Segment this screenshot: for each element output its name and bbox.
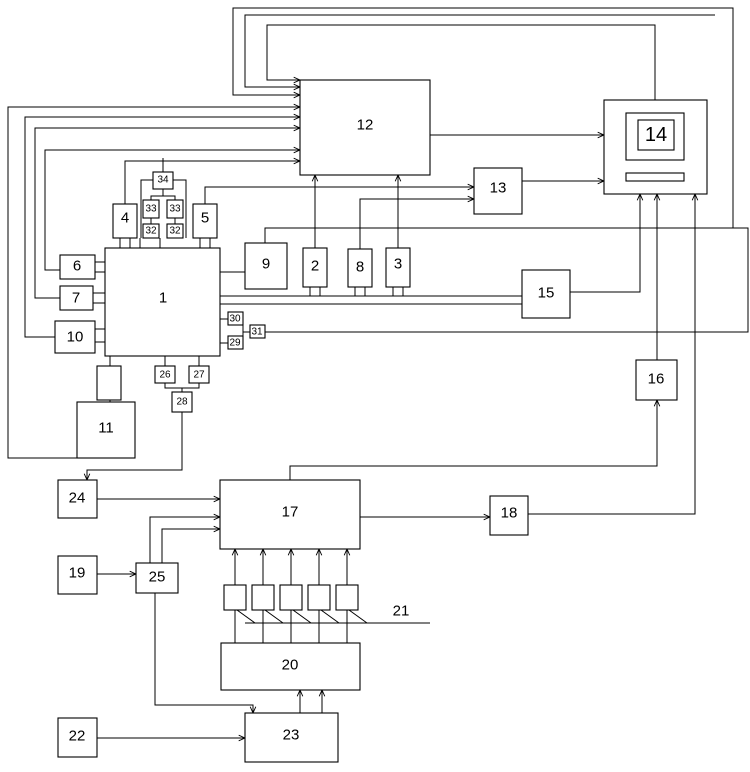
block-7-label: 7 — [72, 290, 80, 307]
block-8-label: 8 — [356, 259, 364, 276]
sensor-box-5 — [335, 584, 359, 611]
block-20: 20 — [220, 642, 361, 691]
block-29: 29 — [227, 335, 244, 350]
block-3: 3 — [385, 247, 411, 288]
block-31: 31 — [249, 324, 266, 339]
block-29-label: 29 — [229, 338, 241, 349]
block-1: 1 — [104, 247, 221, 357]
block-32-left-label: 32 — [145, 226, 157, 237]
block-8: 8 — [347, 248, 373, 288]
line-21-label: 21 — [393, 603, 410, 620]
block-6-label: 6 — [73, 258, 81, 275]
block-34-label: 34 — [157, 175, 169, 186]
block-12: 12 — [299, 79, 431, 176]
block-11-label: 11 — [98, 420, 114, 437]
block-2-label: 2 — [311, 258, 319, 275]
monitor-inner-screen — [637, 119, 675, 151]
block-12-label: 12 — [357, 117, 374, 134]
sensor-box-2 — [251, 584, 275, 611]
block-19-label: 19 — [69, 565, 86, 582]
sensor-box-4 — [307, 584, 331, 611]
block-30-label: 30 — [229, 314, 241, 325]
block-11: 11 — [76, 401, 136, 459]
block-25-label: 25 — [149, 569, 166, 586]
block-20-label: 20 — [282, 657, 299, 674]
block-33-left-label: 33 — [145, 204, 157, 215]
sensor-box-3 — [279, 584, 303, 611]
block-17-label: 17 — [282, 504, 299, 521]
block-26-label: 26 — [159, 370, 171, 381]
block-24: 24 — [57, 479, 98, 519]
block-31-label: 31 — [251, 327, 263, 338]
block-13-label: 13 — [490, 180, 507, 197]
block-16-label: 16 — [648, 371, 665, 388]
block-17: 17 — [219, 479, 361, 550]
block-13: 13 — [473, 167, 523, 215]
block-23: 23 — [244, 712, 339, 763]
block-16: 16 — [635, 359, 678, 401]
block-22-label: 22 — [69, 728, 86, 745]
block-5: 5 — [192, 203, 218, 239]
block-19: 19 — [57, 555, 98, 595]
block-22: 22 — [57, 717, 98, 758]
block-28: 28 — [171, 391, 193, 413]
block-9: 9 — [244, 242, 288, 290]
block-33-right-label: 33 — [169, 204, 181, 215]
block-2: 2 — [302, 247, 328, 288]
block-25: 25 — [135, 562, 179, 594]
block-1-label: 1 — [159, 290, 167, 307]
block-10-label: 10 — [67, 329, 84, 346]
block-18: 18 — [489, 495, 529, 536]
block-34: 34 — [152, 171, 174, 190]
block-33-left: 33 — [142, 199, 160, 219]
block-7: 7 — [59, 285, 94, 311]
block-28-label: 28 — [176, 397, 188, 408]
block-26: 26 — [154, 365, 176, 384]
block-30: 30 — [227, 311, 244, 326]
block-27: 27 — [188, 365, 210, 384]
connections — [7, 7, 749, 738]
block-33-right: 33 — [166, 199, 184, 219]
block-32-right: 32 — [166, 223, 184, 239]
sensor-box-1 — [223, 584, 247, 611]
block-27-label: 27 — [193, 370, 205, 381]
block-3-label: 3 — [394, 256, 402, 273]
monitor-base — [625, 172, 685, 182]
block-5-label: 5 — [201, 210, 209, 227]
block-6: 6 — [59, 254, 96, 280]
block-4: 4 — [112, 203, 138, 239]
block-32-left: 32 — [142, 223, 160, 239]
block-4-label: 4 — [121, 210, 129, 227]
block-10: 10 — [54, 320, 96, 354]
block-11-connector — [96, 365, 122, 401]
block-32-right-label: 32 — [169, 226, 181, 237]
block-15-label: 15 — [538, 285, 555, 302]
block-18-label: 18 — [501, 505, 518, 522]
block-9-label: 9 — [262, 256, 270, 273]
block-23-label: 23 — [283, 727, 300, 744]
block-14-label: 14 — [645, 124, 667, 146]
block-24-label: 24 — [69, 490, 86, 507]
block-15: 15 — [521, 269, 571, 319]
block-14-monitor: 14 — [603, 99, 708, 195]
